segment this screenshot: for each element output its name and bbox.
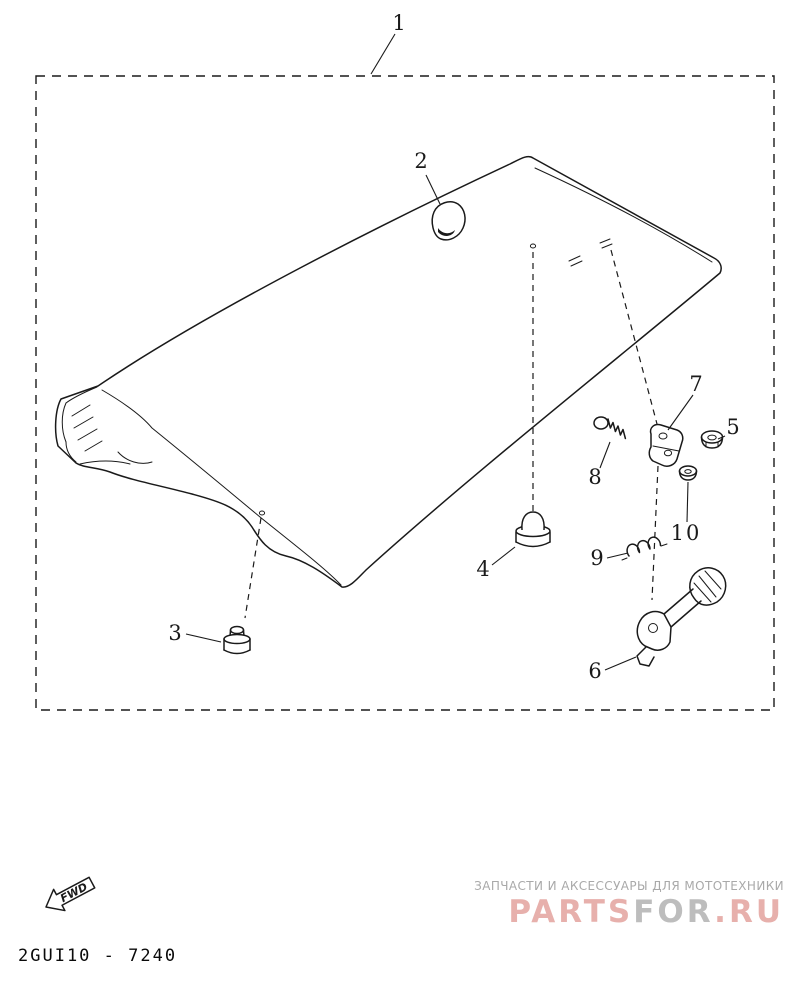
part-seat-bracket bbox=[648, 423, 684, 467]
callout-10: 10 bbox=[671, 481, 702, 545]
callout-6: 6 bbox=[588, 656, 637, 683]
part-bolt bbox=[593, 416, 627, 440]
callout-8: 8 bbox=[588, 441, 611, 489]
svg-text:9: 9 bbox=[590, 546, 603, 570]
watermark-tagline: ЗАПЧАСТИ И АКСЕССУАРЫ ДЛЯ МОТОТЕХНИКИ bbox=[474, 879, 784, 893]
hidden-fastener-lines bbox=[244, 249, 659, 619]
assembly-boundary-frame bbox=[35, 75, 775, 711]
callout-1: 1 bbox=[370, 11, 406, 75]
logo-for-text: FOR bbox=[633, 894, 715, 931]
part-nut-large bbox=[700, 430, 724, 449]
fwd-arrow-icon: FWD bbox=[45, 876, 96, 912]
part-seat-lock-lever bbox=[636, 567, 727, 667]
svg-text:8: 8 bbox=[588, 465, 601, 489]
callout-5: 5 bbox=[717, 415, 740, 440]
callout-9: 9 bbox=[590, 546, 629, 570]
part-nut-small bbox=[678, 465, 698, 481]
watermark: ЗАПЧАСТИ И АКСЕССУАРЫ ДЛЯ МОТОТЕХНИКИ PA… bbox=[474, 879, 784, 929]
svg-text:4: 4 bbox=[476, 557, 489, 581]
svg-text:5: 5 bbox=[726, 415, 739, 439]
svg-text:FWD: FWD bbox=[58, 880, 90, 905]
svg-text:10: 10 bbox=[671, 521, 702, 545]
svg-text:2: 2 bbox=[414, 149, 427, 173]
callout-2: 2 bbox=[414, 149, 441, 205]
part-seat-hook bbox=[431, 201, 466, 241]
svg-text:3: 3 bbox=[168, 621, 181, 645]
callouts: 1 2 3 4 5 6 7 bbox=[168, 11, 739, 683]
logo-ru-text: .RU bbox=[714, 894, 784, 931]
figure-code: 2GUI10 - 7240 bbox=[18, 946, 178, 966]
seat-body bbox=[54, 155, 722, 588]
svg-text:1: 1 bbox=[392, 11, 405, 35]
part-damper-front bbox=[223, 625, 251, 655]
callout-4: 4 bbox=[476, 546, 516, 581]
logo-parts-text: PARTS bbox=[508, 894, 634, 931]
svg-text:6: 6 bbox=[588, 659, 601, 683]
part-damper-center bbox=[515, 511, 551, 548]
callout-7: 7 bbox=[667, 372, 703, 431]
callout-3: 3 bbox=[168, 621, 222, 645]
part-spring bbox=[621, 536, 668, 561]
svg-text:7: 7 bbox=[689, 372, 702, 396]
watermark-logo: PARTSFOR.RU bbox=[474, 895, 784, 929]
